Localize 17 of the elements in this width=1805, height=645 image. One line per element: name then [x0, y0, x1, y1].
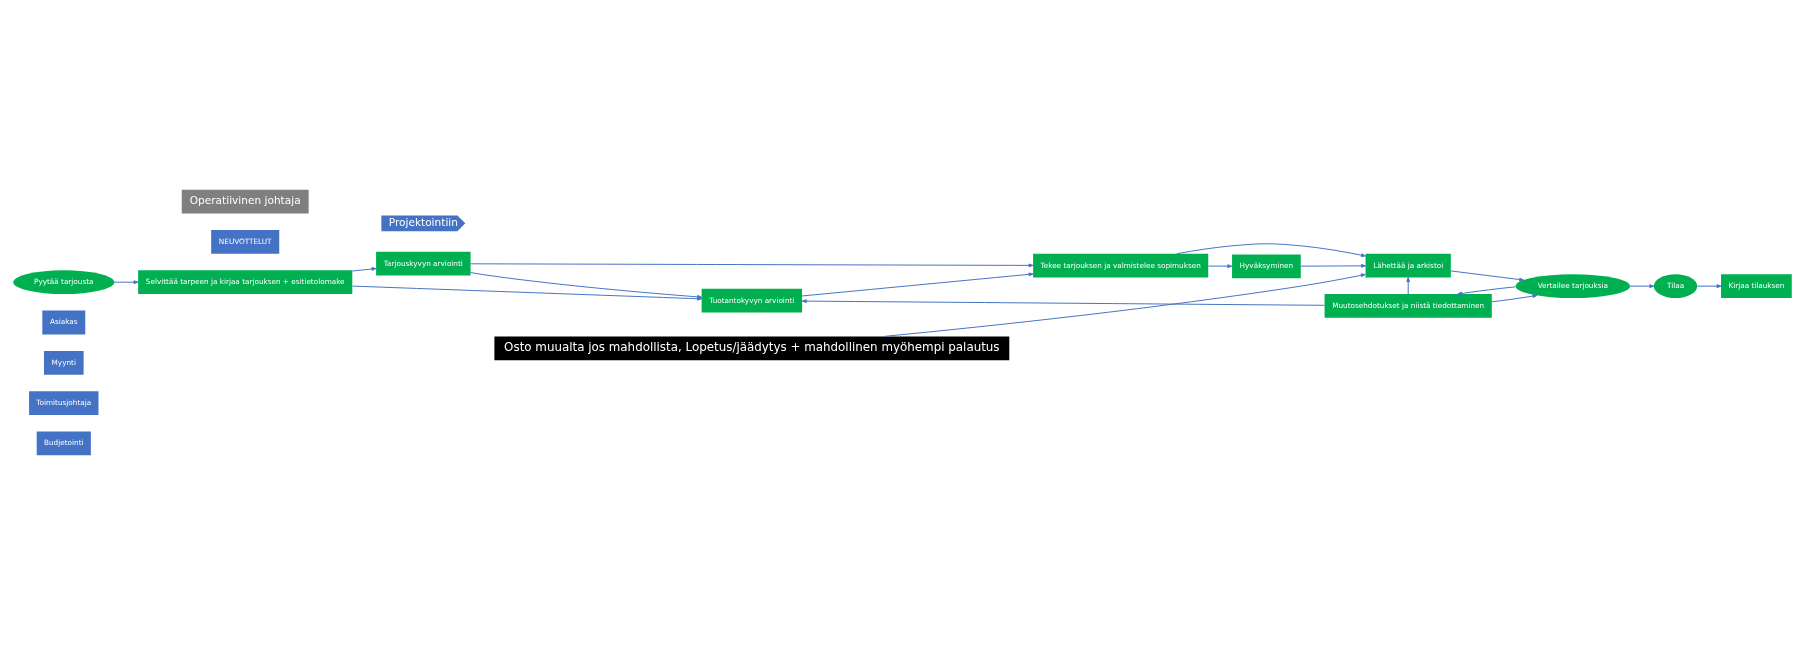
- arrow: [1406, 277, 1411, 295]
- arrow: [1696, 284, 1722, 289]
- arrow: [1457, 286, 1516, 296]
- node-box: Osto muualta jos mahdollista, Lopetus/jäädytys + mahdollinen myöhempi palautus: [494, 336, 1010, 361]
- arrow: [351, 267, 377, 272]
- arrow: [1450, 270, 1525, 282]
- arrow: [801, 299, 1325, 306]
- arrow: [1207, 264, 1233, 269]
- arrow: [1300, 264, 1366, 268]
- node-box: Operatiivinen johtaja: [181, 189, 309, 214]
- arrow: [1176, 243, 1366, 258]
- arrow: [801, 272, 1034, 297]
- arrow: [113, 280, 139, 285]
- arrow: [470, 263, 1034, 268]
- arrow: [883, 273, 1366, 337]
- arrow: [1629, 284, 1655, 289]
- arrow: [1491, 294, 1538, 303]
